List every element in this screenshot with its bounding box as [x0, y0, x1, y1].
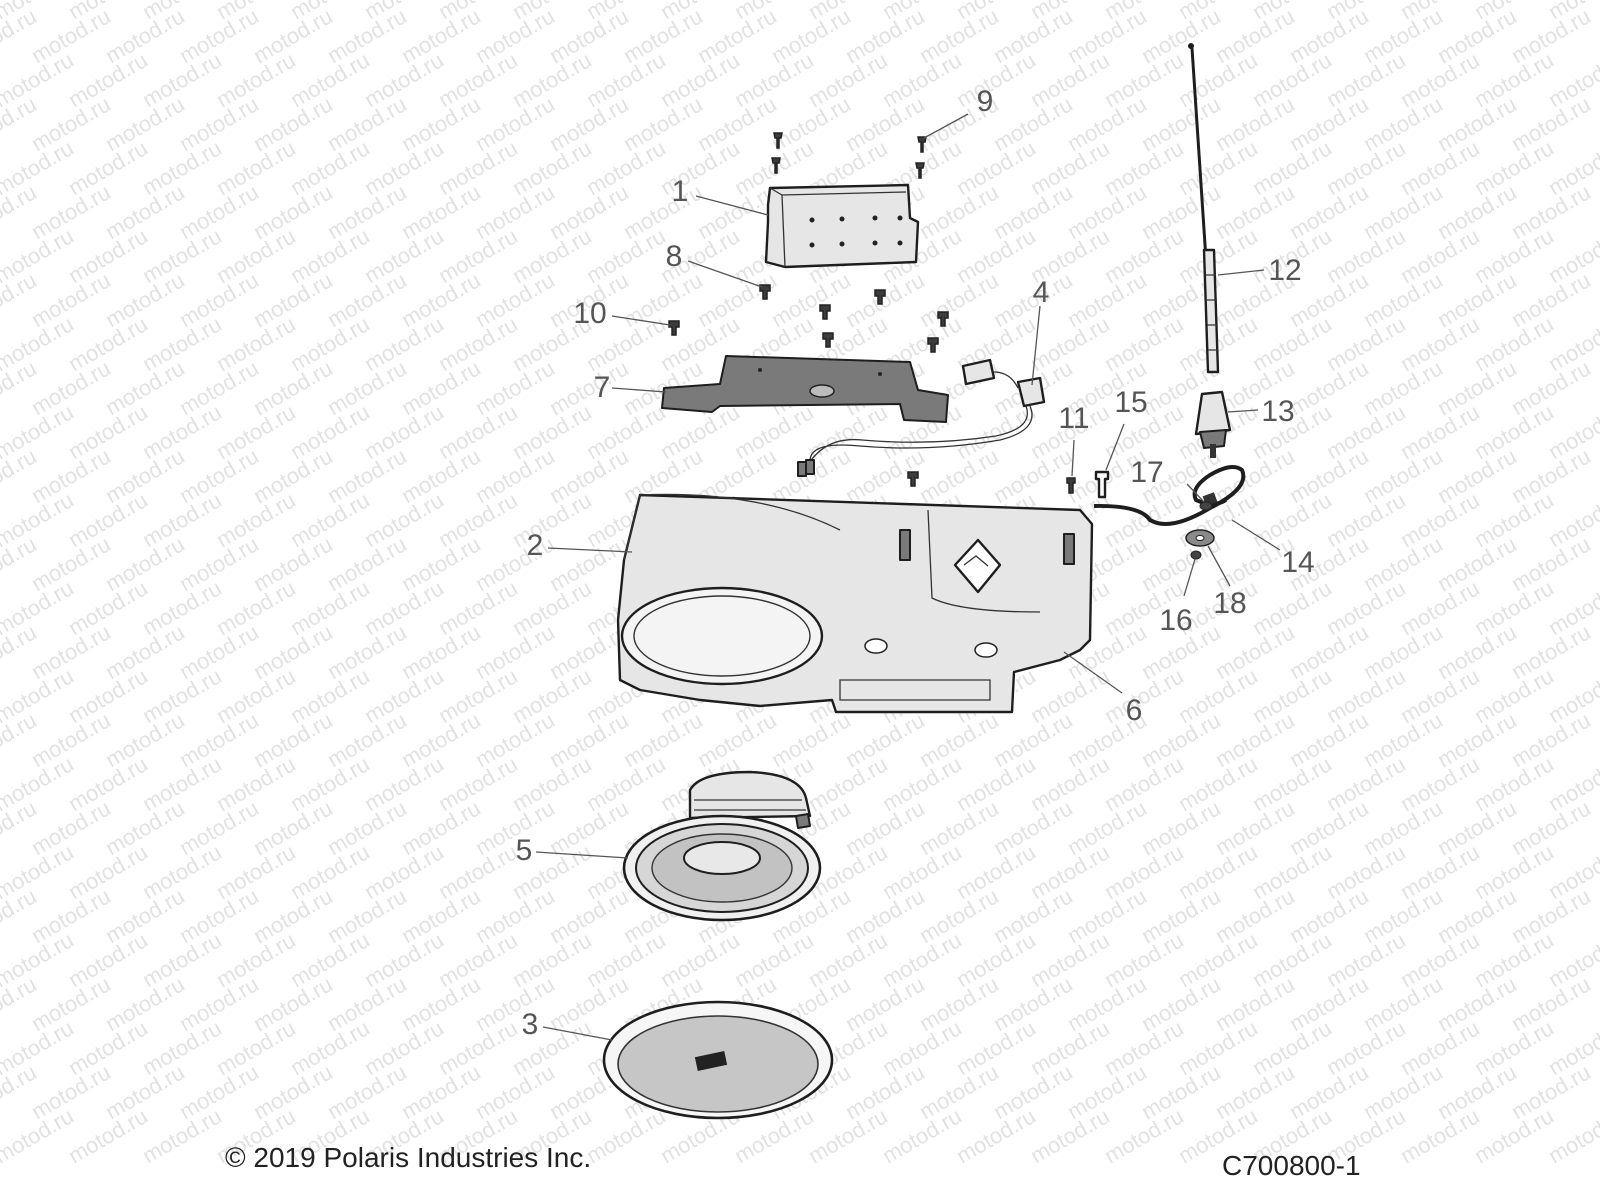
- callout-12: 12: [1268, 254, 1301, 287]
- enclosure-screw: [907, 471, 919, 487]
- callout-13: 13: [1261, 395, 1294, 428]
- callout-labels: 1 2 3 4 5 6 7 8 9 10 11 12 13 14 15 16 1…: [516, 85, 1315, 1041]
- callout-18: 18: [1213, 587, 1246, 620]
- callout-2: 2: [527, 529, 544, 562]
- callout-1: 1: [672, 175, 689, 208]
- leader-lines: [535, 113, 1281, 1041]
- callout-16: 16: [1159, 604, 1192, 637]
- watermark-text: motod.ru: [1544, 1103, 1600, 1168]
- callout-10: 10: [573, 297, 606, 330]
- callout-8: 8: [666, 240, 683, 273]
- callout-6: 6: [1126, 694, 1143, 727]
- callout-9: 9: [977, 85, 994, 118]
- mount-bolts: [668, 284, 949, 353]
- antenna-base: [1194, 390, 1232, 458]
- screw-11: [1066, 477, 1076, 494]
- callout-17: 17: [1130, 456, 1163, 489]
- speaker: [622, 770, 822, 922]
- callout-15: 15: [1114, 386, 1147, 419]
- diagram-code: C700800-1: [1222, 1150, 1361, 1181]
- bolt-15: [1094, 470, 1110, 499]
- callout-14: 14: [1281, 546, 1314, 579]
- radio-unit: [764, 183, 920, 269]
- copyright-notice: © 2019 Polaris Industries Inc.: [225, 1142, 592, 1173]
- speaker-enclosure: [616, 493, 1094, 714]
- callout-3: 3: [522, 1008, 539, 1041]
- callout-7: 7: [594, 371, 611, 404]
- washer-18: [1185, 529, 1215, 547]
- speaker-grille: [602, 1000, 834, 1120]
- callout-5: 5: [516, 834, 533, 867]
- mounting-bracket: [661, 355, 949, 423]
- wire-harness: [797, 358, 1046, 477]
- antenna-mast: [1188, 43, 1220, 374]
- radio-screws: [771, 132, 927, 179]
- nut-16: [1190, 550, 1202, 560]
- callout-4: 4: [1033, 276, 1050, 309]
- callout-11: 11: [1058, 402, 1089, 435]
- washer-17: [1199, 501, 1213, 511]
